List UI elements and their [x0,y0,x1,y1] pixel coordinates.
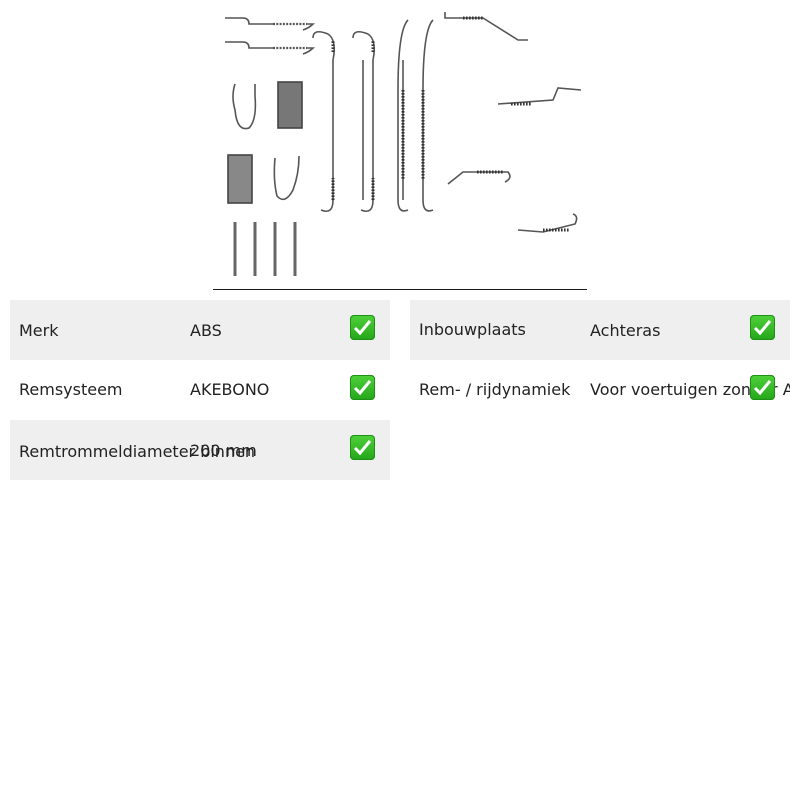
product-image [213,0,587,290]
brake-spring-kit-icon [225,12,582,276]
spec-row-merk: Merk ABS [10,300,390,360]
check-icon [350,315,375,340]
spec-label: Remsysteem [19,380,123,399]
spec-label: Remtrommeldiameter binnen [19,442,256,461]
spec-value: AKEBONO [190,380,270,399]
spec-value: ABS [190,321,222,340]
spec-value: Achteras [590,321,661,340]
spec-value: Voor voertuigen zonder ABS [590,380,790,399]
spec-row-remdynamiek: Rem- / rijdynamiek Voor voertuigen zonde… [410,360,790,420]
spec-label: Rem- / rijdynamiek [419,380,571,399]
spec-label: Merk [19,321,59,340]
check-icon [750,375,775,400]
spec-table-left: Merk ABS Remsysteem AKEBONO Remtrommeldi… [10,300,390,480]
check-icon [750,315,775,340]
spec-table-right: Inbouwplaats Achteras Rem- / rijdynamiek… [410,300,790,420]
spec-row-inbouwplaats: Inbouwplaats Achteras [410,300,790,360]
spec-value: 200 mm [190,441,257,460]
check-icon [350,435,375,460]
spec-label: Inbouwplaats [419,320,526,339]
spec-row-remtrommeldiameter: Remtrommeldiameter binnen 200 mm [10,420,390,480]
spec-row-remsysteem: Remsysteem AKEBONO [10,360,390,420]
check-icon [350,375,375,400]
